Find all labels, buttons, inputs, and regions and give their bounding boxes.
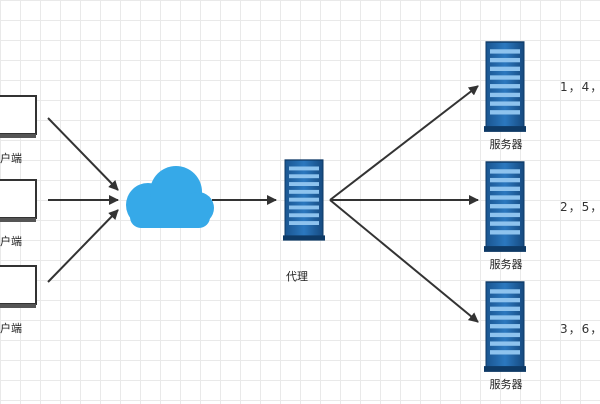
client-monitor-icon xyxy=(0,95,37,138)
cloud-icon xyxy=(126,166,214,228)
server-icon xyxy=(483,281,527,373)
server-label: 服务器 xyxy=(489,138,523,151)
arrow-client-1-to-cloud xyxy=(47,117,119,191)
server-request-sequence: 2，5， xyxy=(560,200,600,214)
arrow-proxy-to-server-1 xyxy=(329,85,479,201)
server-label: 服务器 xyxy=(489,378,523,391)
client-label: 户端 xyxy=(0,235,22,248)
proxy-label: 代理 xyxy=(286,270,308,283)
server-icon xyxy=(483,41,527,133)
arrow-proxy-to-server-3 xyxy=(329,199,479,323)
client-monitor-icon xyxy=(0,179,37,222)
client-label: 户端 xyxy=(0,152,22,165)
server-request-sequence: 1，4， xyxy=(560,80,600,94)
arrow-client-3-to-cloud xyxy=(47,209,119,283)
server-request-sequence: 3，6， xyxy=(560,322,600,336)
proxy-server-icon xyxy=(282,159,326,242)
server-label: 服务器 xyxy=(489,258,523,271)
client-label: 户端 xyxy=(0,322,22,335)
client-monitor-icon xyxy=(0,265,37,308)
server-icon xyxy=(483,161,527,253)
